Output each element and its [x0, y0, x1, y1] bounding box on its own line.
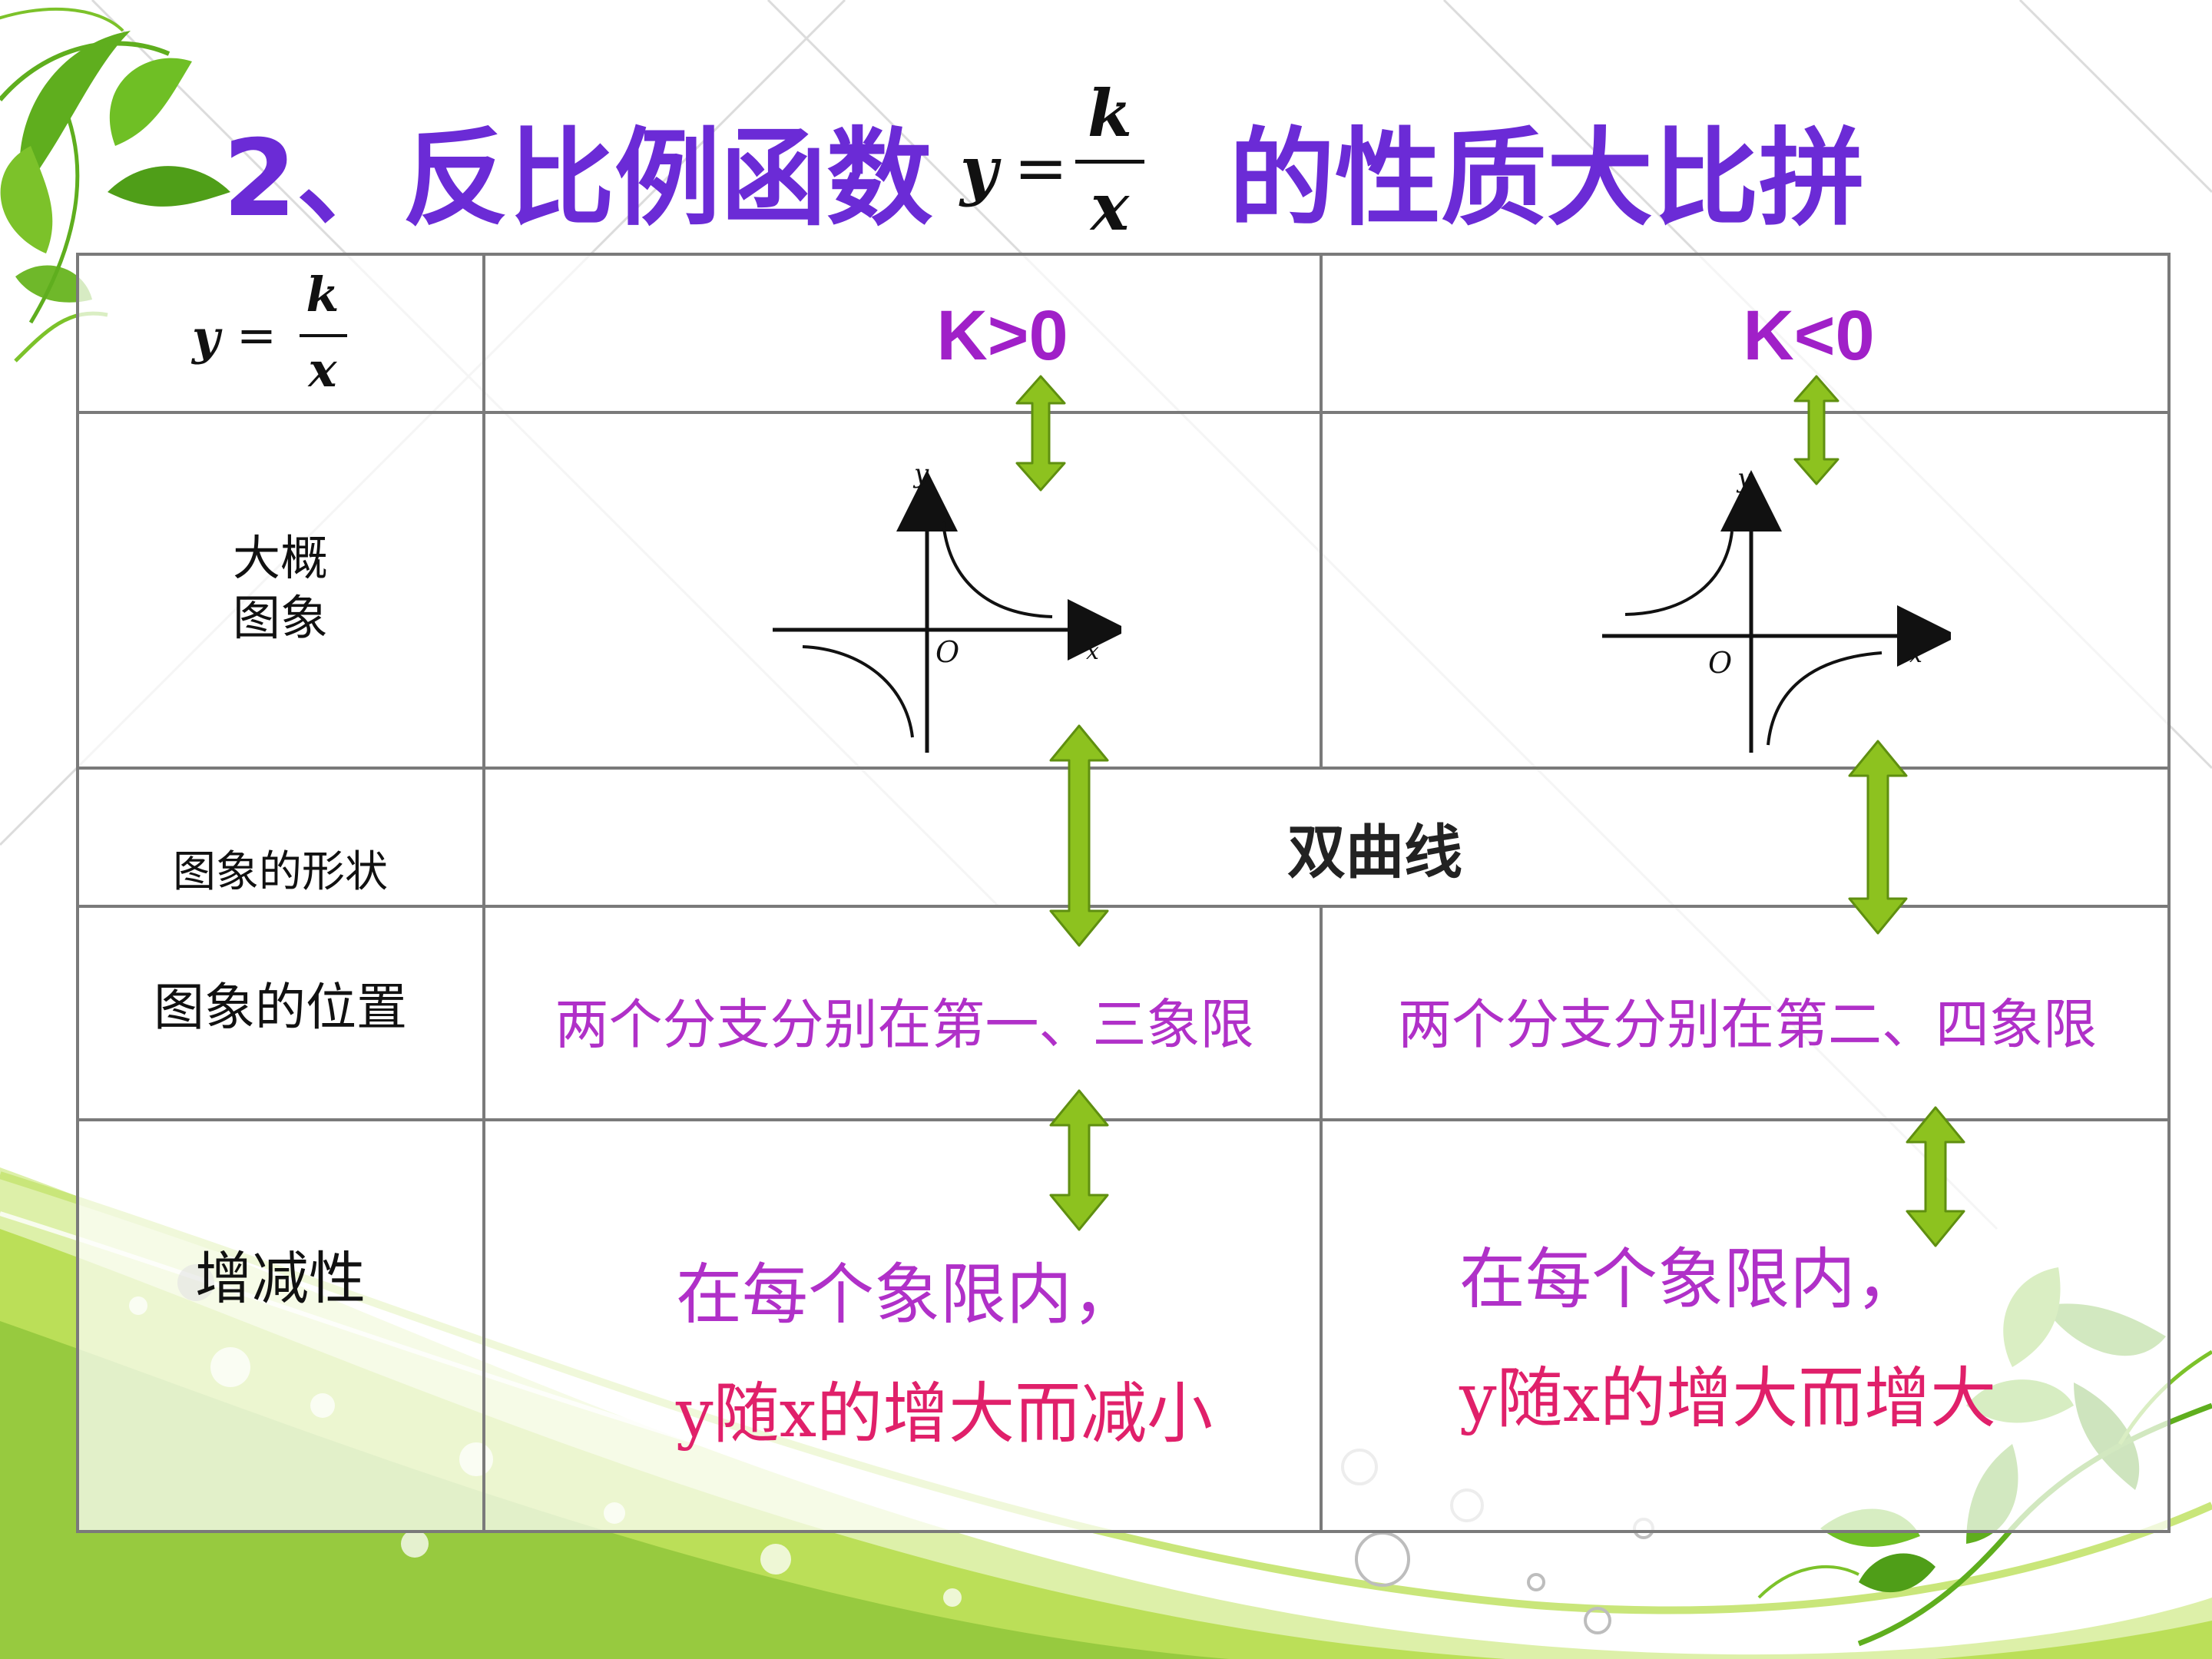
double-arrow [1848, 740, 1908, 935]
header-formula-denominator: x [308, 342, 337, 398]
row-label-shape: 图象的形状 [173, 847, 388, 897]
trend-k-positive-line2: y随x的增大而减小 [676, 1376, 1214, 1452]
row-label-line: 大概 [232, 530, 328, 586]
shape-value: 双曲线 [1287, 818, 1462, 886]
hyperbola-branch-second-quadrant [1624, 531, 1734, 616]
title-suffix: 的性质大比拼 [1229, 117, 1866, 240]
title-formula-denominator: x [1090, 169, 1130, 245]
origin-label: O [1708, 646, 1732, 680]
double-arrow [1049, 724, 1109, 947]
title-formula-numerator: k [1087, 75, 1133, 151]
x-axis-label: x [1086, 638, 1099, 665]
header-formula: y = k x [192, 265, 361, 403]
header-formula-lhs: y [192, 310, 220, 366]
graph-k-negative: y x O [1602, 463, 1951, 753]
title-formula-eq: = [1014, 131, 1068, 206]
header-formula-numerator: k [306, 267, 339, 323]
row-label-line: 图象 [232, 590, 328, 646]
trend-k-negative-line2: y随x的增大而增大 [1459, 1360, 1997, 1437]
leaf-decoration-top-left [0, 7, 230, 363]
header-formula-eq: = [237, 307, 276, 363]
trend-k-positive-line1: 在每个象限内， [676, 1257, 1138, 1333]
row-label-position: 图象的位置 [154, 978, 407, 1037]
condition-k-negative: K<0 [1743, 296, 1875, 375]
double-arrow [1906, 1106, 1965, 1247]
double-arrow [1793, 375, 1839, 485]
double-arrow [1049, 1089, 1109, 1231]
hyperbola-branch-fourth-quadrant [1767, 651, 1883, 746]
hyperbola-branch-third-quadrant [802, 645, 914, 738]
double-arrow [1015, 375, 1066, 492]
y-axis-label: y [1736, 463, 1753, 494]
origin-label: O [935, 635, 959, 669]
y-axis-label: y [912, 461, 929, 489]
fraction-bar [1075, 160, 1144, 164]
title-formula: y = k x [960, 75, 1160, 253]
trend-k-negative-line1: 在每个象限内， [1459, 1241, 1922, 1318]
hyperbola-branch-first-quadrant [942, 522, 1053, 618]
position-k-negative: 两个分支分别在第二、四象限 [1398, 993, 2097, 1056]
title-formula-lhs: y [960, 132, 998, 208]
row-label-monotonicity: 增减性 [195, 1246, 366, 1312]
row-label-rough-graph: 大概 图象 [177, 528, 384, 648]
fraction-bar [300, 334, 347, 337]
x-axis-label: x [1909, 641, 1922, 668]
title-prefix: 2、反比例函数 [223, 117, 933, 240]
condition-k-positive: K>0 [936, 296, 1068, 375]
position-k-positive: 两个分支分别在第一、三象限 [555, 993, 1254, 1056]
graph-k-positive: y x O [773, 461, 1121, 753]
